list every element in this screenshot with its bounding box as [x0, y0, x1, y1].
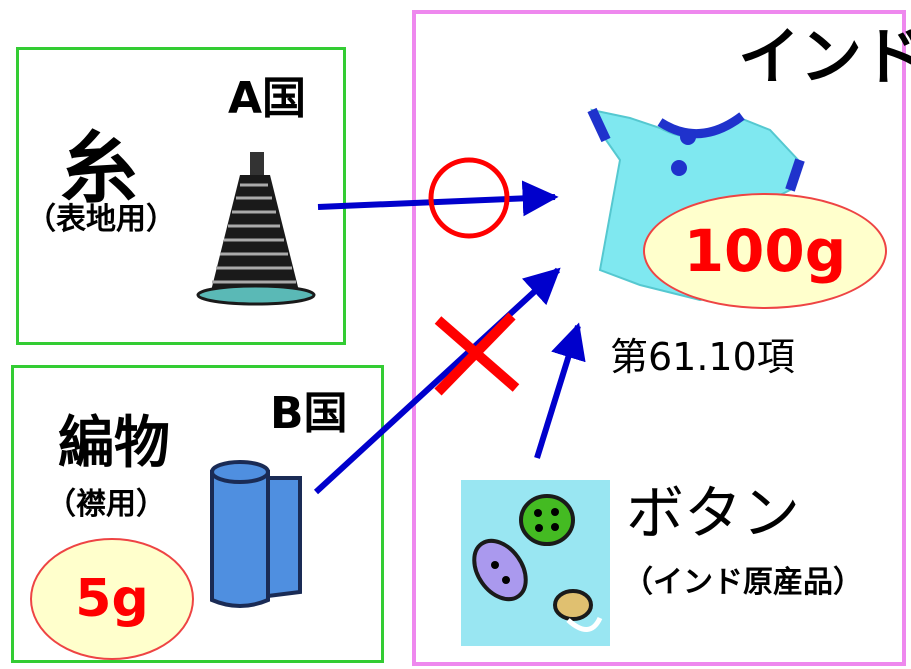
country-b-region [11, 365, 384, 663]
knit-weight-ellipse: 5g [30, 538, 194, 660]
shirt-weight: 100g [683, 217, 847, 285]
ng-cross-mark [434, 312, 520, 396]
knit-weight: 5g [75, 569, 149, 629]
ok-circle-mark [428, 157, 510, 239]
knit-usage-label: （襟用） [46, 487, 166, 522]
yarn-usage-label: （表地用） [26, 202, 176, 237]
fabric-roll-icon [210, 460, 302, 608]
country-a-label: A国 [228, 73, 307, 124]
buttons-to-shirt-arrow [534, 322, 586, 459]
fabric-to-shirt-arrow [313, 267, 561, 495]
yarn-spool-icon [196, 152, 316, 306]
india-region [412, 10, 906, 666]
buttons-origin-label: （インド原産品） [623, 565, 863, 600]
india-title: インド [738, 20, 911, 93]
yarn-label: 糸 [60, 124, 139, 214]
buttons-icon [472, 494, 603, 632]
knit-label: 編物 [58, 411, 170, 476]
hs-code-label: 第61.10項 [610, 335, 795, 379]
buttons-label: ボタン [626, 479, 801, 547]
country-b-label: B国 [270, 388, 348, 439]
country-a-region [16, 47, 346, 345]
yarn-to-shirt-arrow [317, 180, 559, 217]
shirt-weight-ellipse: 100g [643, 193, 887, 309]
